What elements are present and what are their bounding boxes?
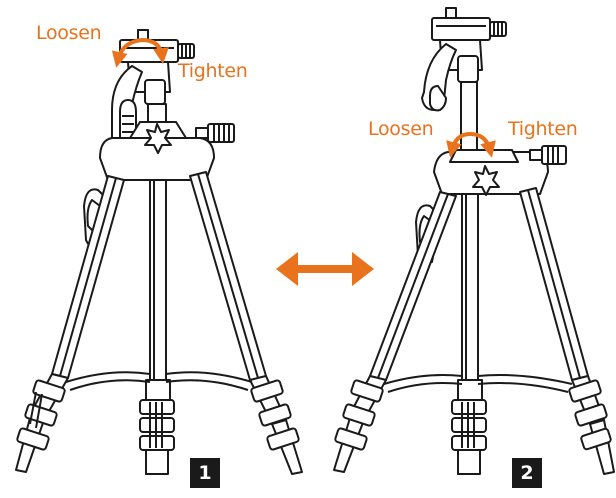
step-badge-1: 1 <box>190 458 220 488</box>
tighten-label: Tighten <box>508 118 577 140</box>
front-leg <box>452 380 486 474</box>
front-leg <box>140 380 174 474</box>
center-column <box>461 82 477 154</box>
left-leg <box>334 192 456 472</box>
left-leg <box>16 176 124 472</box>
tighten-label: Tighten <box>178 60 247 82</box>
tripod-extended <box>334 8 614 474</box>
leg-hub <box>434 146 566 195</box>
loosen-label: Loosen <box>36 22 101 44</box>
double-headed-arrow-icon <box>276 252 374 286</box>
quick-release-plate <box>432 8 506 40</box>
loosen-label: Loosen <box>368 118 433 140</box>
right-leg <box>520 188 614 474</box>
tripod-collapsed <box>16 30 302 474</box>
right-leg <box>190 172 302 474</box>
step-badge-2: 2 <box>512 458 542 488</box>
